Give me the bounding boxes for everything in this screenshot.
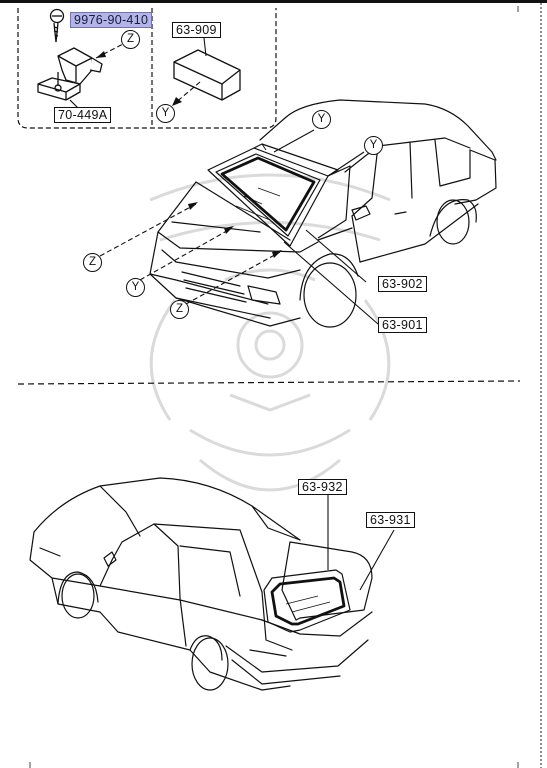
part-label-63-909[interactable]: 63-909 [172,22,221,38]
callout-y-roof: Y [312,110,331,129]
callout-y-left: Y [126,278,145,297]
front-car-outline [149,99,497,328]
block-leader [203,37,207,57]
callout-z-inset: Z [121,30,140,49]
rear-leaders [327,495,395,591]
callout-z-left: Z [83,253,102,272]
top-border [0,0,547,3]
clip-z-arrow [95,43,124,59]
arrowhead [188,202,198,210]
clip-leader [69,99,79,109]
arrowhead [172,97,182,106]
part-label-70-449A[interactable]: 70-449A [54,107,112,123]
callout-z-lower: Z [170,300,189,319]
part-label-9976-90-410[interactable]: 9976-90-410 [70,12,153,28]
arrowhead [224,226,234,234]
section-divider [17,380,521,385]
part-label-63-901[interactable]: 63-901 [378,317,427,333]
callout-y-side: Y [364,136,383,155]
part-label-63-931[interactable]: 63-931 [366,512,415,528]
inset-frame [17,8,277,129]
clip-part [37,47,103,101]
part-label-63-902[interactable]: 63-902 [378,276,427,292]
front-leaders [99,129,379,325]
rear-car-outline [29,477,373,691]
rear-window-assembly [263,541,373,633]
callout-y-inset: Y [156,104,175,123]
arrowhead [272,250,282,258]
molding-block-part [173,49,241,101]
arrowhead [96,51,106,58]
windshield-assembly [207,143,351,247]
screw-part [49,8,65,43]
watermark-emblem [149,173,391,492]
part-label-63-932[interactable]: 63-932 [298,479,347,495]
